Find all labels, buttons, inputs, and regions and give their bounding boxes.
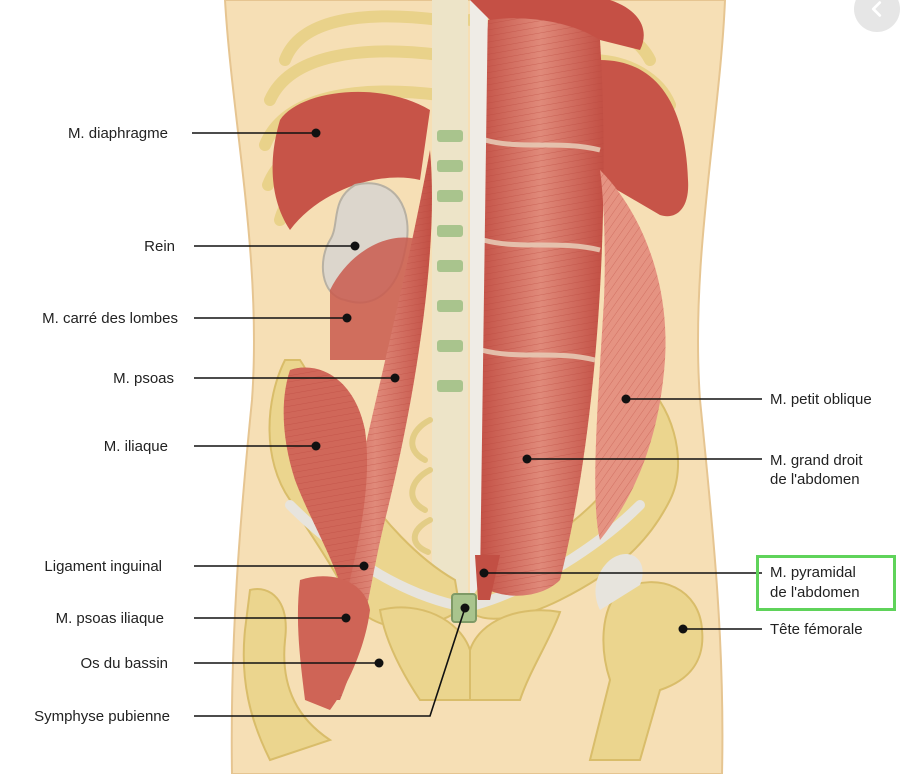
pyramidalis xyxy=(475,555,500,600)
leader-dots xyxy=(311,128,688,668)
label-carre-des-lombes: M. carré des lombes xyxy=(42,310,178,327)
spine xyxy=(409,0,468,600)
label-symphyse-pubienne: Symphyse pubienne xyxy=(34,708,170,725)
label-petit-oblique: M. petit oblique xyxy=(770,391,872,408)
highlight-box xyxy=(756,555,896,611)
label-iliaque: M. iliaque xyxy=(103,438,168,455)
label-grand-droit-line2: de l'abdomen xyxy=(770,471,860,488)
label-grand-droit-line1: M. grand droit xyxy=(770,452,863,469)
label-ligament-inguinal: Ligament inguinal xyxy=(44,558,162,575)
label-psoas: M. psoas xyxy=(113,370,174,387)
label-pyramidal-line2: de l'abdomen xyxy=(770,584,860,601)
iliopsoas-lower xyxy=(297,576,370,710)
diaphragm-left xyxy=(272,91,430,231)
chevron-left-icon xyxy=(871,1,882,17)
label-rein: Rein xyxy=(144,238,175,255)
label-psoas-iliaque: M. psoas iliaque xyxy=(55,610,164,627)
leader-lines xyxy=(192,132,762,717)
label-os-du-bassin: Os du bassin xyxy=(80,655,168,672)
label-pyramidal-line1: M. pyramidal xyxy=(770,564,856,581)
label-tete-femorale: Tête fémorale xyxy=(770,621,863,638)
label-diaphragme: M. diaphragme xyxy=(67,125,168,142)
